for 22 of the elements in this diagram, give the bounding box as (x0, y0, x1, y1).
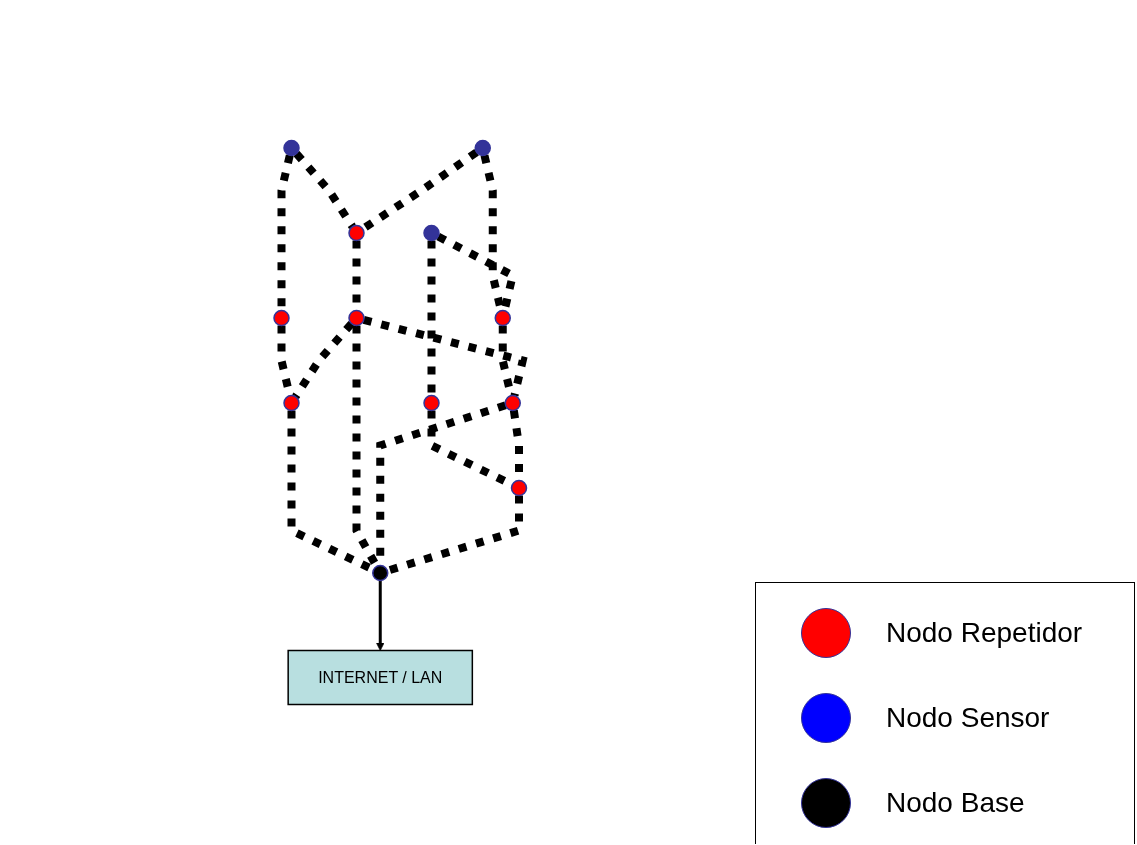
connector (291, 320, 355, 399)
legend-label: Nodo Sensor (886, 702, 1050, 734)
connector (293, 150, 356, 229)
node-circle (371, 564, 389, 582)
connector (427, 240, 436, 396)
legend-label: Nodo Base (886, 787, 1025, 819)
node-circle (423, 394, 440, 412)
node-box: INTERNET / LAN (287, 649, 473, 706)
legend-label: Nodo Repetidor (886, 617, 1083, 649)
node-circle (283, 394, 300, 412)
connector (386, 495, 523, 575)
arrow (375, 580, 385, 651)
node-circle (283, 139, 300, 157)
node-circle (348, 224, 365, 242)
node-circle (504, 394, 521, 412)
node-circle (348, 309, 365, 327)
connector (362, 316, 528, 397)
node-circle (494, 309, 511, 327)
node-circle (273, 309, 290, 327)
node-circle (474, 139, 491, 157)
node-circle (423, 224, 440, 242)
node-circle (510, 479, 527, 497)
